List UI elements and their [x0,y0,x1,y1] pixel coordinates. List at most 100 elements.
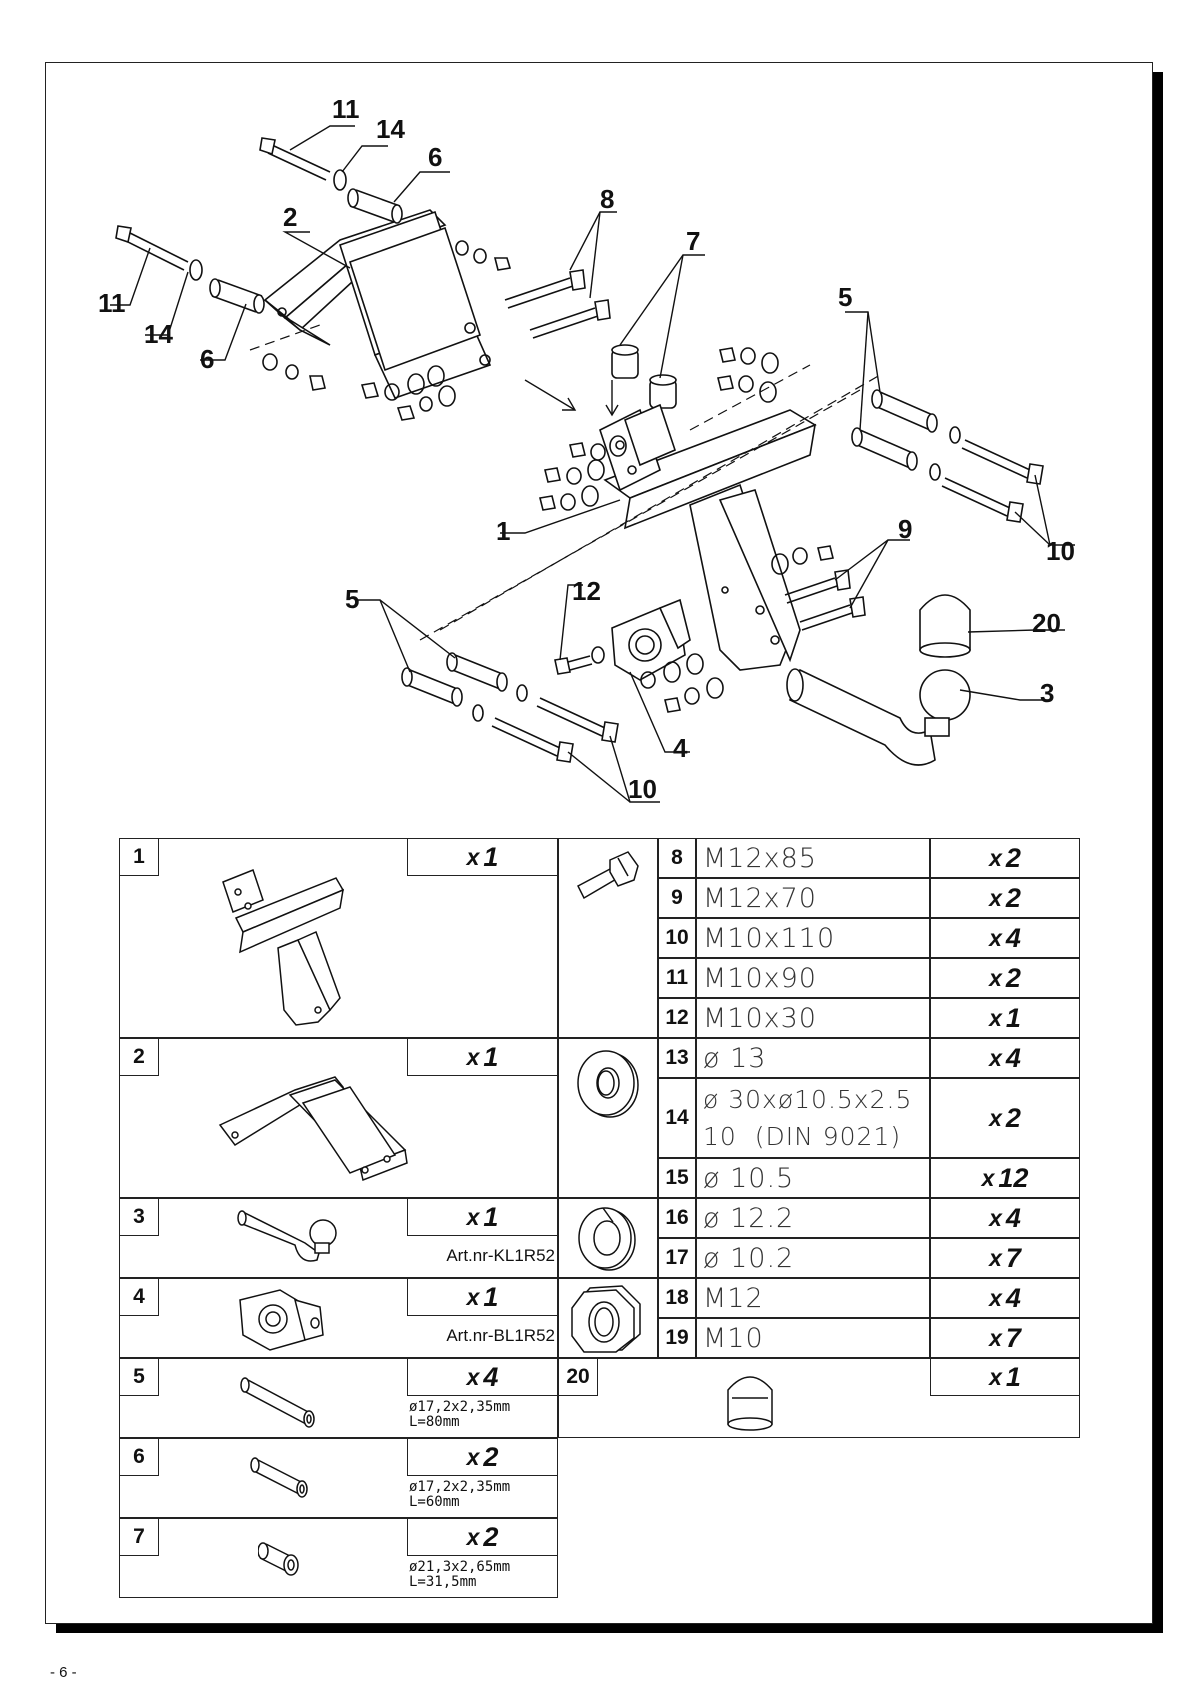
part-spec: M12 [696,1278,930,1318]
part-number: 9 [658,878,696,918]
part-1-main-frame [599,403,817,671]
page-number: - 6 - [50,1664,77,1681]
part-spec: ø 10.5 [696,1158,930,1198]
tube-icon [240,1377,315,1428]
part-number: 5 [119,1358,159,1396]
article-number: Art.nr-KL1R52 [446,1246,555,1265]
part-dimensions: ø17,2x2,35mm L=80mm [409,1399,511,1430]
tow-ball-icon [237,1210,337,1262]
callout-11-left: 11 [98,288,126,318]
spring-washer-icon [578,1207,636,1271]
part-spec: M10x110 [696,918,930,958]
part-number: 12 [658,998,696,1038]
part-number: 16 [658,1198,696,1238]
callout-1: 1 [496,516,510,546]
callout-10-left: 10 [628,774,657,804]
part-spec: ø 12.2 [696,1198,930,1238]
part-number: 6 [119,1438,159,1476]
frame-icon [222,869,345,1026]
part-20-ball-cap [919,594,971,658]
part-number: 15 [658,1158,696,1198]
sleeve-7-pair [611,344,677,409]
tubes-5-left [401,652,528,722]
callout-14-left: 14 [144,319,173,349]
callout-14-top: 14 [376,114,405,144]
part-spec: M10x90 [696,958,930,998]
part-spec: M10x30 [696,998,930,1038]
bolt-11-upper [259,137,331,181]
bolt-12 [554,646,605,675]
part-4-socket-plate [611,598,691,681]
part-number: 4 [119,1278,159,1316]
tubes-5-right [851,389,961,481]
callout-8: 8 [600,184,614,214]
tube-6-lower [209,278,265,314]
part-dimensions: ø17,2x2,35mm L=60mm [409,1479,511,1510]
callout-6-top: 6 [428,142,442,172]
callout-3: 3 [1040,678,1054,708]
callout-12: 12 [572,576,601,606]
callout-7: 7 [686,226,700,256]
fasteners-part-4 [640,653,724,713]
callout-11-top: 11 [332,94,360,124]
part-spec: ø 13 [696,1038,930,1078]
part-row-6 [119,1438,558,1518]
part-dimensions: ø21,3x2,65mm L=31,5mm [409,1559,511,1590]
bolt-8-pair [504,269,611,339]
short-tube-icon [250,1457,308,1498]
exploded-assembly-diagram: 11 14 6 2 8 11 14 6 7 5 1 9 10 12 20 5 3… [98,94,1075,804]
ball-cap-icon [727,1376,773,1431]
alignment-lines [249,324,881,641]
nut-icon [571,1285,641,1353]
part-number: 20 [558,1358,598,1396]
article-number: Art.nr-BL1R52 [446,1326,555,1345]
callout-6-left: 6 [200,344,214,374]
part-number: 2 [119,1038,159,1076]
crossmember-icon [218,1076,408,1182]
callout-2: 2 [283,202,297,232]
bolts-10-left [491,697,619,763]
part-number: 11 [658,958,696,998]
leader-lines [110,125,1075,803]
part-spec: ø 30xø10.5x2.5 10 (DIN 9021) [696,1078,930,1158]
bolt-11-lower [115,225,189,271]
callout-5-left: 5 [345,584,359,614]
frame-shadow-bottom [56,1624,1163,1633]
part-spec-line-1: ø 30xø10.5x2.5 [703,1085,913,1114]
part-number: 13 [658,1038,696,1078]
part-number: 1 [119,838,159,876]
assembly-arrow [524,379,619,417]
fasteners-part-1 [539,347,834,575]
callout-20: 20 [1032,608,1061,638]
frame-shadow-right [1153,72,1163,1632]
socket-plate-icon [239,1289,324,1351]
part-number: 18 [658,1278,696,1318]
part-3-tow-ball [786,668,971,766]
washer-14-upper [333,169,347,191]
washer-14-lower [189,259,203,281]
part-2-crossmember [263,209,492,399]
part-number: 3 [119,1198,159,1236]
tube-6-upper [347,188,403,224]
part-spec: ø 10.2 [696,1238,930,1278]
part-number: 10 [658,918,696,958]
part-number: 7 [119,1518,159,1556]
callout-9: 9 [898,514,912,544]
part-spec: M10 [696,1318,930,1358]
